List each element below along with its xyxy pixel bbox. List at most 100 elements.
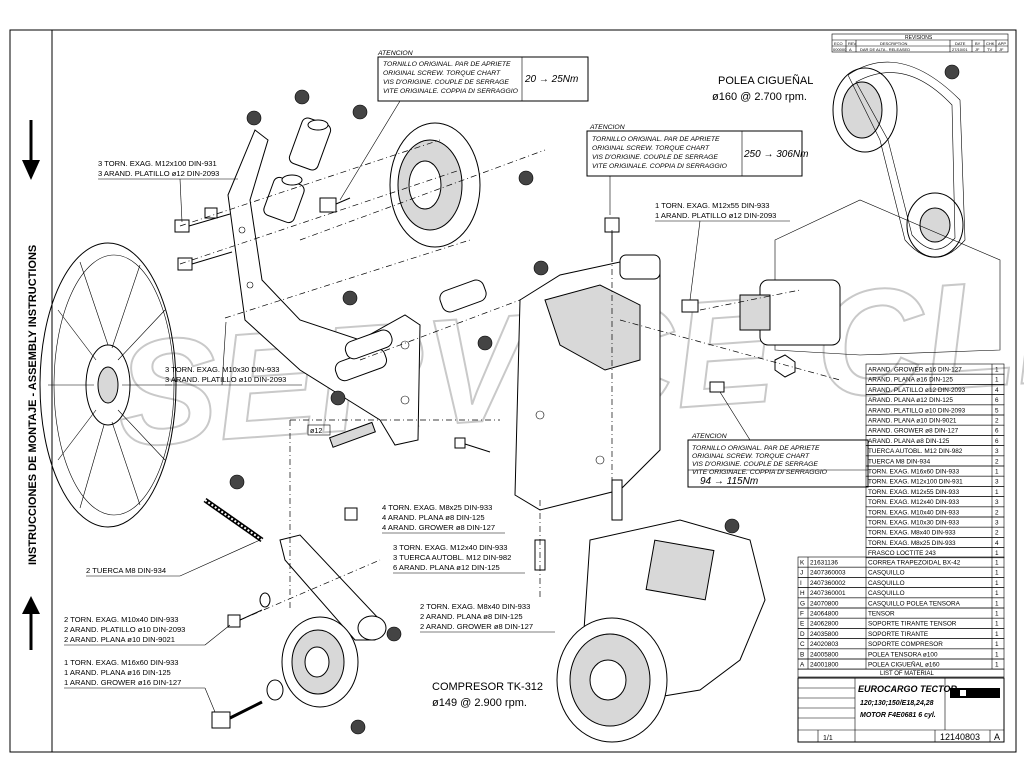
hardware-qty: 1 — [995, 550, 999, 557]
svg-text:TORNILLO ORIGINAL. PAR DE APRI: TORNILLO ORIGINAL. PAR DE APRIETE — [383, 61, 511, 68]
drawing-number: 12140803 — [940, 732, 980, 742]
callout-5: 3 TORN. EXAG. M12x40 DIN-933 3 TUERCA AU… — [393, 543, 525, 574]
arrow-down-icon — [22, 120, 40, 180]
parts-qty: 1 — [995, 600, 999, 607]
hardware-desc: ARAND. GROWER ø16 DIN-127 — [868, 367, 962, 374]
hardware-qty: 6 — [995, 397, 999, 404]
parts-desc: POLEA CIGUEÑAL ø160 — [868, 660, 940, 669]
svg-text:VITE ORIGINALE. COPPIA DI SERR: VITE ORIGINALE. COPPIA DI SERRAGGIO — [383, 88, 519, 95]
svg-text:TORNILLO ORIGINAL. PAR DE APRI: TORNILLO ORIGINAL. PAR DE APRIETE — [692, 445, 820, 452]
parts-qty: 1 — [995, 662, 999, 669]
hardware-qty: 1 — [995, 489, 999, 496]
assembly-center-lines — [179, 139, 841, 621]
hardware-qty: 2 — [995, 530, 999, 537]
parts-item: C — [800, 641, 805, 648]
parts-qty: 1 — [995, 580, 999, 587]
title-block: EUROCARGO TECTOR 120;130;150/E18,24,28 M… — [797, 677, 1005, 743]
svg-text:JF: JF — [999, 47, 1004, 52]
hardware-desc: FRASCO LOCTITE 243 — [868, 550, 936, 557]
svg-text:2 TORN. EXAG. M8x40 DIN-933: 2 TORN. EXAG. M8x40 DIN-933 — [420, 602, 530, 611]
hardware-desc: TORN. EXAG. M12x100 DIN-931 — [868, 479, 963, 486]
tensioner-pulley — [281, 616, 359, 708]
parts-desc: SOPORTE TIRANTE — [868, 631, 928, 638]
svg-text:4 TORN. EXAG. M8x25 DIN-933: 4 TORN. EXAG. M8x25 DIN-933 — [382, 503, 492, 512]
parts-code: 21631136 — [810, 560, 838, 567]
svg-text:APP: APP — [998, 41, 1006, 46]
list-of-material-label: LIST OF MATERIAL — [880, 671, 934, 677]
title-scale: 1/1 — [823, 735, 833, 742]
svg-text:VIS D'ORIGINE. COUPLE DE SERRA: VIS D'ORIGINE. COUPLE DE SERRAGE — [383, 79, 509, 86]
parts-desc: CASQUILLO — [868, 570, 905, 577]
drawing-rev: A — [994, 732, 1000, 742]
svg-text:ORIGINAL SCREW. TORQUE CHART: ORIGINAL SCREW. TORQUE CHART — [592, 145, 710, 152]
parts-code: 24064800 — [810, 611, 839, 618]
svg-text:1 TORN. EXAG. M12x55 DIN-933: 1 TORN. EXAG. M12x55 DIN-933 — [655, 201, 770, 210]
compressor-spec: ø149 @ 2.900 rpm. — [432, 697, 527, 709]
callout-3: 3 TORN. EXAG. M10x30 DIN-933 3 ARAND. PL… — [165, 321, 302, 386]
callout-6: 2 TUERCA M8 DIN-934 — [86, 539, 261, 577]
hardware-qty: 3 — [995, 499, 999, 506]
hardware-desc: ARAND. PLATILLO ø12 DIN-2093 — [868, 387, 966, 394]
svg-text:ORIGINAL SCREW. TORQUE CHART: ORIGINAL SCREW. TORQUE CHART — [692, 453, 810, 460]
hardware-row — [865, 547, 1005, 559]
parts-code: 24005800 — [810, 651, 839, 658]
svg-text:4 ARAND. PLANA ø8 DIN-125: 4 ARAND. PLANA ø8 DIN-125 — [382, 513, 485, 522]
hardware-desc: TORN. EXAG. M10x30 DIN-933 — [868, 520, 960, 527]
svg-text:JF: JF — [975, 47, 980, 52]
hardware-desc: ARAND. PLANA ø12 DIN-125 — [868, 397, 953, 404]
svg-text:ATENCION: ATENCION — [377, 50, 413, 57]
parts-desc: CORREA TRAPEZOIDAL BX-42 — [868, 560, 961, 567]
parts-qty: 1 — [995, 611, 999, 618]
callout-7: 2 TORN. EXAG. M8x40 DIN-933 2 ARAND. PLA… — [420, 602, 555, 633]
svg-text:1 TORN. EXAG. M16x60 DIN-933: 1 TORN. EXAG. M16x60 DIN-933 — [64, 658, 179, 667]
parts-item: H — [800, 590, 805, 597]
pulley-spec: ø160 @ 2.700 rpm. — [712, 91, 807, 103]
callout-8: 2 TORN. EXAG. M10x40 DIN-933 2 ARAND. PL… — [64, 615, 231, 646]
spacer-bushings — [328, 279, 487, 448]
svg-text:ECO: ECO — [834, 41, 843, 46]
parts-code: 2407360003 — [810, 570, 846, 577]
revisions-block: REVISIONS ECO REV DESCRIPTION DATE BY CH… — [831, 33, 1009, 53]
hardware-qty: 1 — [995, 367, 999, 374]
hardware-qty: 2 — [995, 458, 999, 465]
pulley-title: POLEA CIGUEÑAL — [718, 74, 813, 87]
svg-text:20 → 25Nm: 20 → 25Nm — [524, 74, 578, 85]
svg-text:BY: BY — [975, 41, 981, 46]
bolts-m10x40 — [227, 592, 271, 628]
hardware-desc: TORN. EXAG. M16x60 DIN-933 — [868, 469, 960, 476]
parts-desc: POLEA TENSORA ø100 — [868, 651, 938, 658]
parts-code: 2407360002 — [810, 580, 846, 587]
hardware-desc: TORN. EXAG. M8x25 DIN-933 — [868, 540, 956, 547]
hardware-qty: 5 — [995, 407, 999, 414]
hardware-desc: TUERCA M8 DIN-934 — [868, 458, 931, 465]
bolts-m12x100 — [174, 207, 233, 271]
svg-text:DAR DE ALTA - RELEASED: DAR DE ALTA - RELEASED — [860, 47, 910, 52]
hardware-qty: 3 — [995, 520, 999, 527]
hardware-qty: 2 — [995, 509, 999, 516]
svg-text:VIS D'ORIGINE. COUPLE DE SERRA: VIS D'ORIGINE. COUPLE DE SERRAGE — [592, 154, 718, 161]
svg-text:A: A — [849, 47, 852, 52]
parts-qty: 1 — [995, 651, 999, 658]
parts-qty: 1 — [995, 641, 999, 648]
hardware-qty: 3 — [995, 479, 999, 486]
crankshaft-pulley — [832, 61, 966, 258]
parts-qty: 1 — [995, 631, 999, 638]
svg-text:2 TUERCA M8 DIN-934: 2 TUERCA M8 DIN-934 — [86, 566, 166, 575]
svg-text:DESCRIPTION: DESCRIPTION — [880, 41, 907, 46]
fan-wheel — [39, 242, 177, 528]
bolt-m12x55 — [604, 217, 620, 233]
svg-text:1 ARAND. PLANA ø16 DIN-125: 1 ARAND. PLANA ø16 DIN-125 — [64, 668, 171, 677]
attention-box-1: ATENCION TORNILLO ORIGINAL. PAR DE APRIE… — [339, 50, 589, 201]
parts-code: 24001800 — [810, 662, 839, 669]
svg-text:ATENCION: ATENCION — [691, 433, 727, 440]
svg-text:TV: TV — [987, 47, 992, 52]
svg-text:2 ARAND. PLATILLO ø10 DIN-2093: 2 ARAND. PLATILLO ø10 DIN-2093 — [64, 625, 185, 634]
parts-code: 24062800 — [810, 621, 839, 628]
svg-text:3 TORN. EXAG. M12x100 DIN-931: 3 TORN. EXAG. M12x100 DIN-931 — [98, 159, 217, 168]
parts-desc: TENSOR — [868, 611, 895, 618]
title-sub: 120;130;150/E18,24,28 — [860, 700, 934, 707]
svg-text:VITE ORIGINALE. COPPIA DI SERR: VITE ORIGINALE. COPPIA DI SERRAGGIO — [692, 469, 828, 476]
hardware-qty: 1 — [995, 469, 999, 476]
